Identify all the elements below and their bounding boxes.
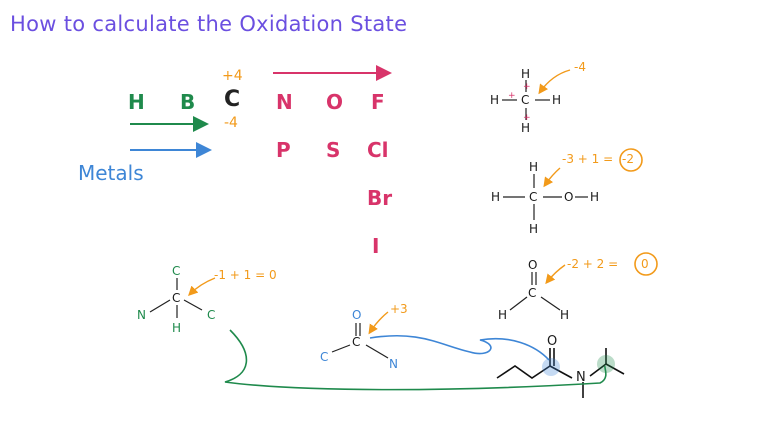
methane-atom-h-bottom: H: [521, 121, 531, 135]
carbon-max-ox-label: +4: [222, 68, 243, 84]
methane-structure: + + +: [502, 69, 571, 123]
methanol-atom-h-right: H: [590, 190, 600, 204]
methanol-atom-o: O: [564, 190, 574, 204]
metals-label: Metals: [78, 161, 144, 185]
amine-atom-h: H: [172, 321, 182, 335]
amine-atom-c-center: C: [172, 291, 181, 305]
methanol-atom-h-left: H: [491, 190, 501, 204]
svg-text:+: +: [523, 113, 531, 123]
carbon-min-ox-label: -4: [224, 115, 238, 131]
methanol-atom-h-top: H: [529, 160, 539, 174]
amide-molecule-skeleton: [496, 348, 625, 398]
formaldehyde-structure: [509, 252, 658, 311]
amine-equation: -1 + 1 = 0: [214, 268, 277, 282]
svg-text:+: +: [523, 82, 531, 92]
formaldehyde-atom-c: C: [528, 286, 537, 300]
methanol-result: -2: [622, 152, 634, 166]
amide-atom-c-center: C: [352, 335, 361, 349]
methane-atom-h-top: H: [521, 67, 531, 81]
svg-text:+: +: [508, 91, 516, 101]
formaldehyde-atom-h-left: H: [498, 308, 508, 322]
methane-atom-h-right: H: [552, 93, 562, 107]
methane-atom-h-left: H: [490, 93, 500, 107]
amide-atom-o: O: [352, 308, 362, 322]
element-o: O: [326, 90, 344, 114]
blue-connector-curve: [369, 334, 550, 361]
formaldehyde-result: 0: [641, 257, 649, 271]
element-p: P: [276, 138, 291, 162]
formaldehyde-atom-o: O: [528, 258, 538, 272]
element-h: H: [128, 90, 145, 114]
element-c: C: [224, 87, 241, 112]
element-cl: Cl: [367, 138, 389, 162]
page-title: How to calculate the Oxidation State: [10, 12, 408, 36]
amide-molecule-o: O: [547, 334, 558, 349]
amide-atom-n: N: [389, 357, 398, 371]
methane-atom-c: C: [521, 93, 530, 107]
amine-atom-n: N: [137, 308, 146, 322]
element-s: S: [326, 138, 341, 162]
amine-atom-c-top: C: [172, 264, 181, 278]
element-b: B: [180, 90, 196, 114]
amide-carbon-structure: [331, 311, 389, 359]
formaldehyde-equation: -2 + 2 =: [567, 257, 619, 271]
amine-carbon-structure: [149, 277, 216, 318]
amide-molecule-n: N: [576, 370, 586, 385]
methanol-atom-c: C: [529, 190, 538, 204]
element-n: N: [276, 90, 293, 114]
amine-atom-c-right: C: [207, 308, 216, 322]
methane-ox-state: -4: [574, 60, 586, 74]
methanol-structure: [503, 148, 643, 220]
element-f: F: [371, 90, 385, 114]
green-connector-curve: [224, 329, 607, 391]
methanol-equation: -3 + 1 =: [562, 152, 614, 166]
amide-ox-state: +3: [390, 302, 408, 316]
element-i: I: [372, 234, 380, 258]
methanol-atom-h-bottom: H: [529, 222, 539, 236]
element-br: Br: [367, 186, 393, 210]
formaldehyde-atom-h-right: H: [560, 308, 570, 322]
amide-atom-c-left: C: [320, 350, 329, 364]
